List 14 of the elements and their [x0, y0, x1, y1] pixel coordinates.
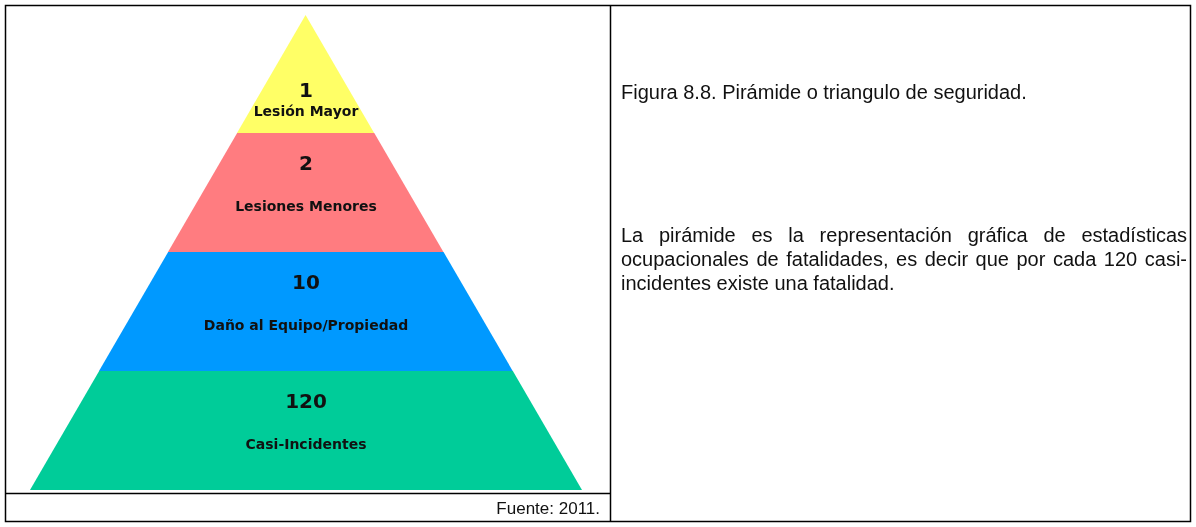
tier-label: Lesión Mayor — [253, 103, 359, 119]
tier-label: Daño al Equipo/Propiedad — [203, 317, 409, 333]
pyramid-tier — [30, 371, 582, 490]
tier-number: 120 — [285, 389, 327, 413]
tier-number: 10 — [292, 270, 320, 294]
tier-label: Lesiones Menores — [235, 198, 377, 214]
tier-number: 2 — [299, 151, 313, 175]
pyramid-tier — [99, 252, 513, 371]
figure-caption: Figura 8.8. Pirámide o triangulo de seguridad. — [621, 80, 1028, 104]
tier-number: 1 — [299, 78, 313, 102]
pyramid-tier — [168, 133, 444, 252]
source-note: Fuente: 2011. — [496, 498, 600, 520]
description-paragraph: La pirámide es la representación gráfica de estadísticas ocupacionales de fatalidades, es decir que por cada 120 casi-incidentes existe una fatalidad. — [621, 223, 1187, 295]
tier-label: Casi-Incidentes — [245, 436, 367, 452]
